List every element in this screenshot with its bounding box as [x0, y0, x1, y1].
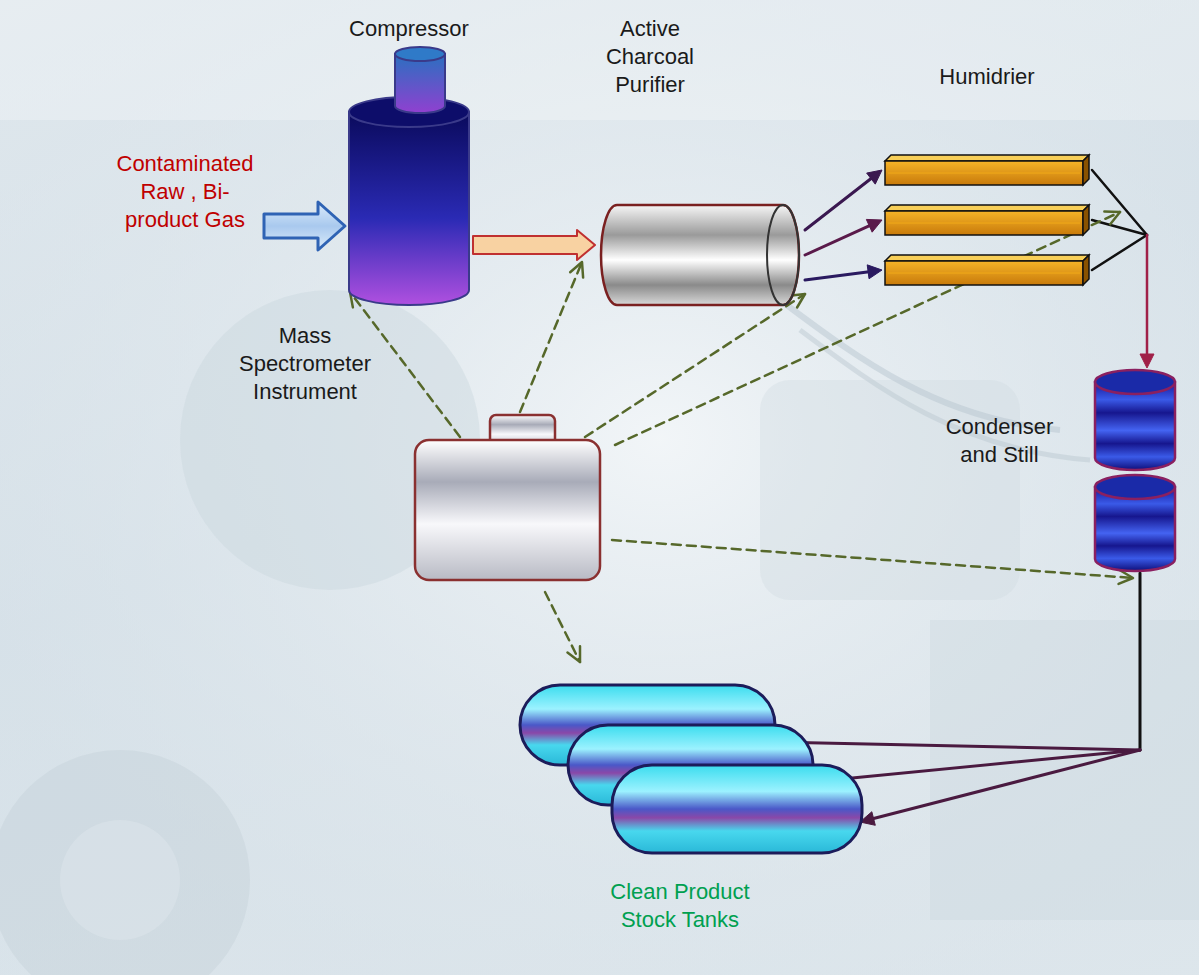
connector-line: [1092, 235, 1147, 270]
humidifier-bank-shape: [882, 60, 1092, 290]
connector-line: [805, 178, 872, 230]
arrow-head: [567, 646, 580, 662]
connector-line: [585, 294, 805, 437]
connector-line: [805, 272, 869, 280]
connector-line: [873, 750, 1140, 819]
arrow-head: [570, 262, 583, 278]
input-arrow: [264, 202, 345, 250]
faded-cable: [800, 330, 1090, 460]
node-label: Condenser and Still: [937, 413, 1062, 469]
faded-equipment: [0, 750, 250, 975]
node-label: Active Charcoal Purifier: [595, 15, 705, 99]
flow-line: [805, 170, 882, 280]
connector-line: [612, 540, 1133, 578]
arrow-head: [1104, 212, 1120, 225]
input-label: Contaminated Raw , Bi-product Gas: [110, 150, 260, 234]
connector-line: [786, 742, 1140, 750]
connector-line: [520, 262, 582, 412]
connector-line: [1146, 235, 1149, 355]
stock-tanks: Clean Product Stock Tanks: [515, 680, 865, 950]
connector-line: [805, 225, 870, 255]
connector-line: [1139, 573, 1142, 750]
flow-arrow-body: [473, 230, 595, 260]
compressor: Compressor: [345, 12, 473, 310]
monitor-arrow: [612, 540, 1133, 584]
charcoal-purifier: Active Charcoal Purifier: [595, 12, 805, 310]
compressor-shape: [345, 12, 473, 310]
arrow-head: [1140, 354, 1154, 368]
node-label: Compressor: [345, 15, 473, 43]
node-label: Humidrier: [882, 63, 1092, 91]
monitor-arrow: [545, 592, 580, 662]
arrow-head: [866, 219, 882, 232]
flow-line: [1092, 170, 1154, 368]
connector-line: [545, 592, 580, 662]
mass-spectrometer: Mass Spectrometer Instrument: [225, 318, 605, 583]
node-label: Mass Spectrometer Instrument: [225, 322, 385, 406]
connector-line: [824, 750, 1140, 781]
connector-line: [1092, 170, 1147, 235]
faded-equipment: [60, 820, 180, 940]
humidifier-bank: Humidrier: [882, 60, 1092, 290]
monitor-arrow: [585, 294, 805, 437]
condenser-still-shape: [925, 368, 1180, 573]
faded-band: [0, 0, 1199, 120]
arrow-head: [867, 265, 882, 279]
condenser-still: Condenser and Still: [925, 368, 1180, 573]
flow-arrow: [473, 230, 595, 260]
monitor-arrow: [520, 262, 583, 412]
node-label: Clean Product Stock Tanks: [590, 878, 770, 934]
arrow-head: [867, 170, 882, 184]
